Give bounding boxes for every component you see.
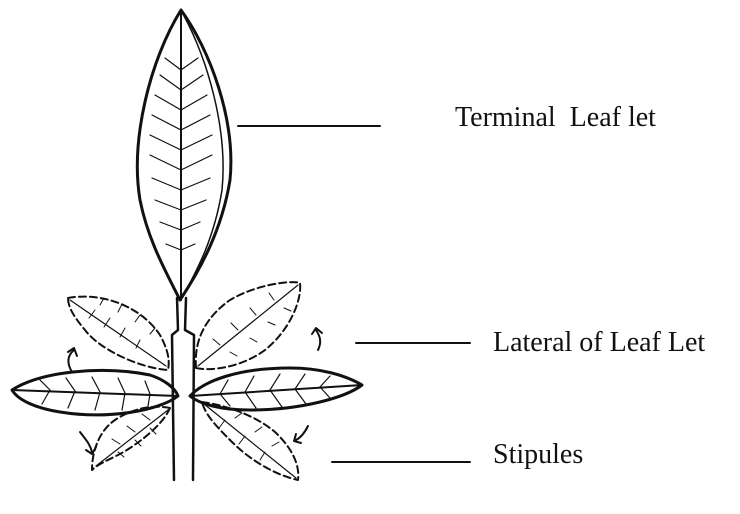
arrow-upper-right	[312, 328, 322, 350]
label-stipules: Stipules	[493, 441, 583, 469]
stipule-upper-right	[196, 282, 300, 369]
terminal-leaflet	[137, 10, 230, 300]
label-lateral-leaflet: Lateral of Leaf Let	[493, 329, 705, 357]
stipule-lower-right	[202, 402, 298, 480]
arrow-lower-right	[294, 426, 308, 443]
stipule-upper-left	[68, 297, 169, 370]
lateral-leaflet-left	[12, 370, 178, 414]
label-terminal-leaflet: Terminal Leaf let	[455, 104, 656, 132]
arrow-lower-left	[80, 432, 96, 454]
arrow-upper-left	[68, 348, 77, 372]
